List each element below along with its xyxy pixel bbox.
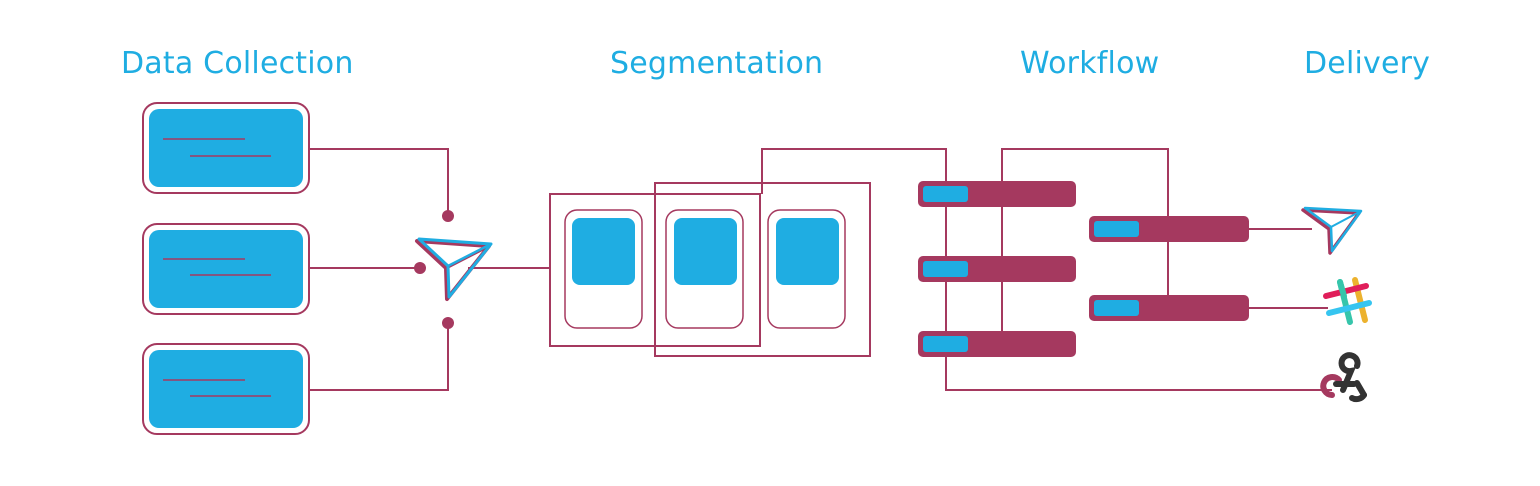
stage-title-delivery: Delivery bbox=[1304, 46, 1431, 81]
webhook-icon bbox=[1320, 352, 1367, 403]
junction-dot bbox=[442, 210, 454, 222]
source-card bbox=[142, 343, 310, 435]
workflow-step bbox=[1089, 216, 1249, 242]
filter-send-icon bbox=[415, 237, 493, 301]
source-card bbox=[142, 102, 310, 194]
workflow-step bbox=[1089, 295, 1249, 321]
stage-title-segmentation: Segmentation bbox=[610, 46, 824, 81]
connectors bbox=[309, 148, 1332, 391]
segment-card bbox=[564, 209, 643, 329]
workflow-step bbox=[918, 331, 1076, 357]
connector-source-1 bbox=[309, 148, 449, 216]
slack-icon bbox=[1323, 277, 1372, 325]
workflow-step bbox=[918, 181, 1076, 207]
stage-title-workflow: Workflow bbox=[1020, 46, 1160, 81]
junction-dot bbox=[414, 262, 426, 274]
workflow-step bbox=[918, 256, 1076, 282]
send-icon bbox=[1301, 206, 1363, 255]
junction-dot bbox=[442, 317, 454, 329]
source-card bbox=[142, 223, 310, 315]
stage-title-data-collection: Data Collection bbox=[121, 46, 354, 81]
segment-card bbox=[767, 209, 846, 329]
segmentation-frames bbox=[549, 182, 871, 357]
segment-card bbox=[665, 209, 744, 329]
connector-segmentation-workflow bbox=[761, 148, 1332, 391]
connector-source-3 bbox=[309, 323, 449, 391]
